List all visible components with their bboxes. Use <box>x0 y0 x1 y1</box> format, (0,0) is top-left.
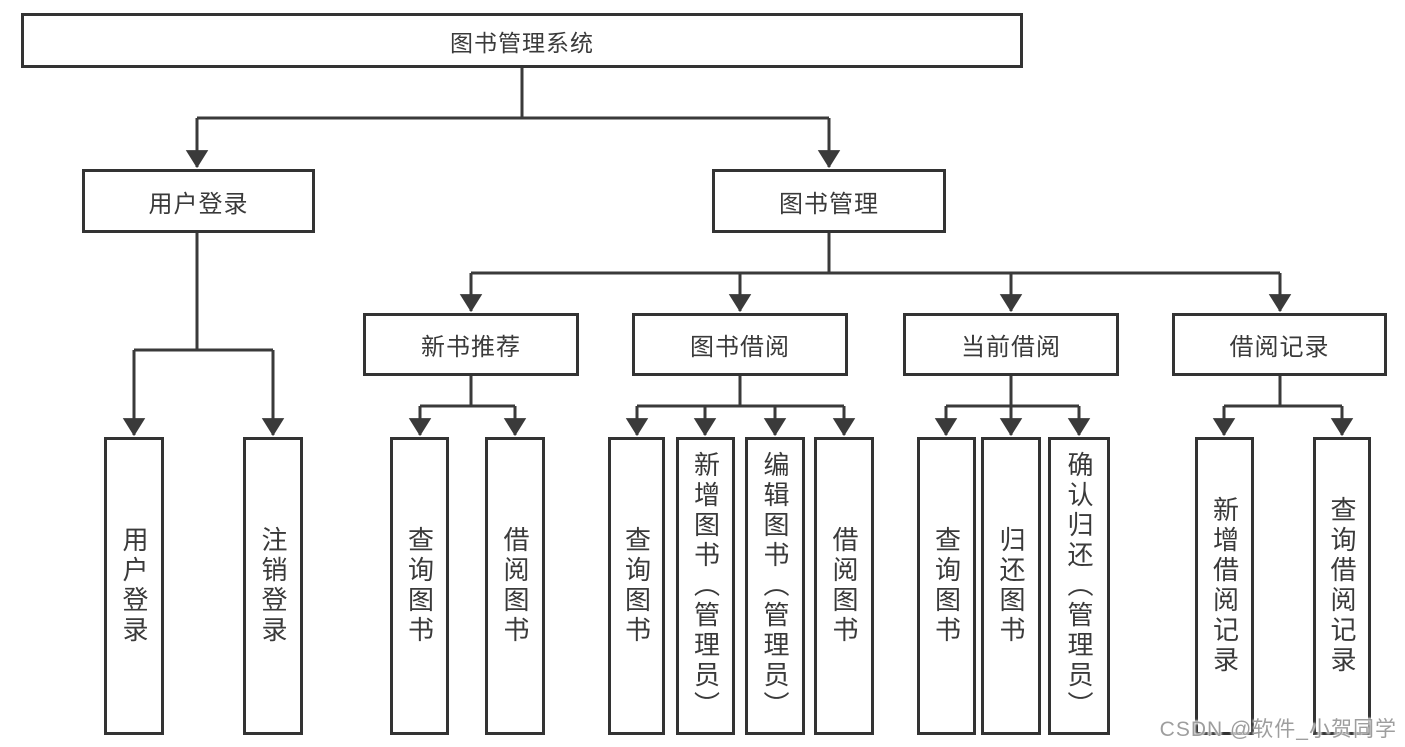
leaf-query-books-2: 查询图书 <box>608 437 665 735</box>
leaf-logout-login: 注销登录 <box>243 437 303 735</box>
leaf-edit-book-admin: 编辑图书（管理员） <box>745 437 805 735</box>
leaf-borrow-books-1: 借阅图书 <box>485 437 545 735</box>
node-book-management: 图书管理 <box>712 169 946 233</box>
leaf-add-book-admin: 新增图书（管理员） <box>676 437 735 735</box>
node-user-login: 用户登录 <box>82 169 315 233</box>
leaf-query-books-3: 查询图书 <box>917 437 976 735</box>
leaf-query-borrow-record: 查询借阅记录 <box>1313 437 1371 735</box>
node-current-borrow: 当前借阅 <box>903 313 1119 376</box>
leaf-return-books: 归还图书 <box>981 437 1041 735</box>
csdn-watermark: CSDN @软件_小贺同学 <box>1159 718 1397 741</box>
node-book-borrow: 图书借阅 <box>632 313 848 376</box>
leaf-confirm-return-admin: 确认归还（管理员） <box>1048 437 1110 735</box>
leaf-borrow-books-2: 借阅图书 <box>814 437 874 735</box>
leaf-add-borrow-record: 新增借阅记录 <box>1195 437 1254 735</box>
leaf-query-books-1: 查询图书 <box>390 437 449 735</box>
node-new-book-recommend: 新书推荐 <box>363 313 579 376</box>
leaf-user-login: 用户登录 <box>104 437 164 735</box>
connector-rails <box>134 68 1342 408</box>
node-library-management-system: 图书管理系统 <box>21 13 1023 68</box>
node-borrow-records: 借阅记录 <box>1172 313 1387 376</box>
